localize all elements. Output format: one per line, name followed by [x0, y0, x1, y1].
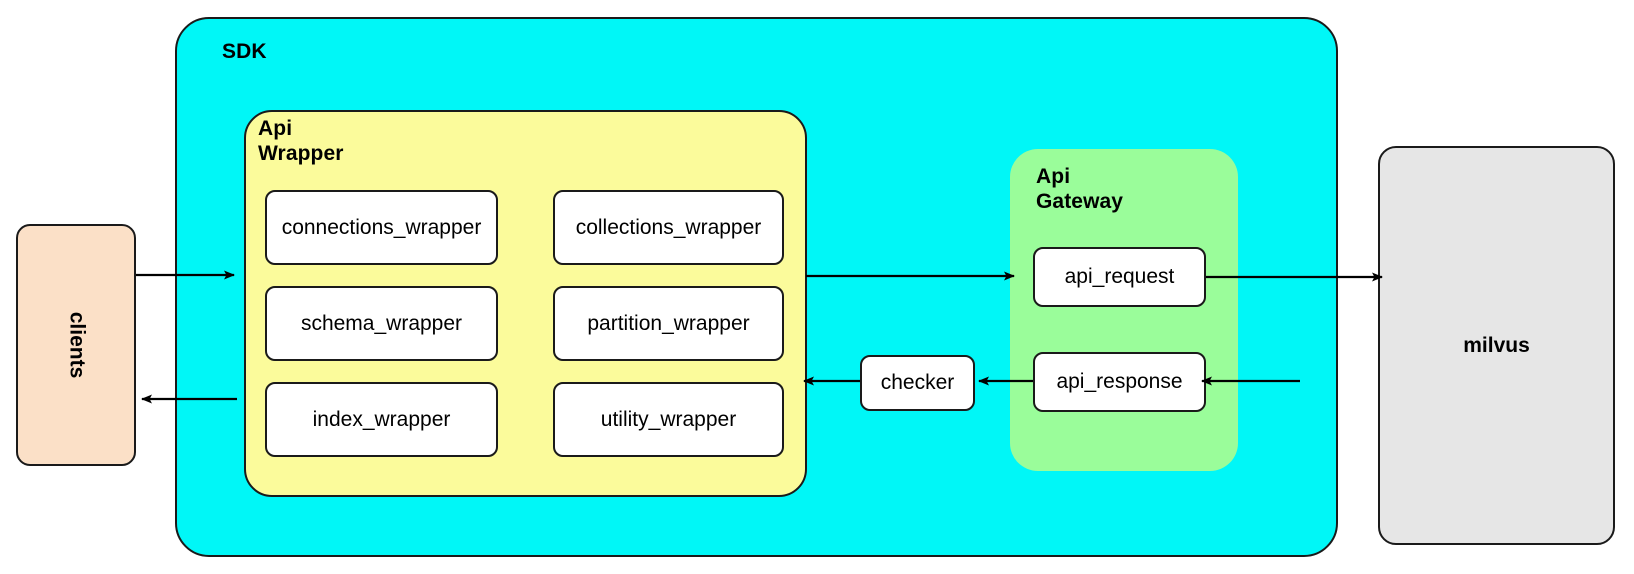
api-response-label: api_response	[1056, 370, 1183, 393]
module-label: collections_wrapper	[575, 215, 762, 239]
clients-label: clients	[65, 311, 88, 379]
api-response-box[interactable]: api_response	[1033, 352, 1206, 412]
clients-box[interactable]: clients	[16, 224, 136, 466]
checker-label: checker	[880, 371, 955, 394]
module-partition-wrapper[interactable]: partition_wrapper	[553, 286, 784, 361]
module-label: index_wrapper	[312, 407, 451, 431]
module-index-wrapper[interactable]: index_wrapper	[265, 382, 498, 457]
module-schema-wrapper[interactable]: schema_wrapper	[265, 286, 498, 361]
module-utility-wrapper[interactable]: utility_wrapper	[553, 382, 784, 457]
checker-box[interactable]: checker	[860, 355, 975, 411]
module-label: utility_wrapper	[600, 407, 737, 431]
module-collections-wrapper[interactable]: collections_wrapper	[553, 190, 784, 265]
api-wrapper-label: Api Wrapper	[258, 117, 344, 165]
module-label: schema_wrapper	[300, 311, 463, 335]
api-request-box[interactable]: api_request	[1033, 247, 1206, 307]
module-label: connections_wrapper	[281, 215, 482, 239]
api-gateway-label: Api Gateway	[1036, 165, 1124, 213]
api-request-label: api_request	[1064, 265, 1175, 288]
api-gateway-container[interactable]	[1010, 149, 1238, 471]
milvus-label: milvus	[1463, 333, 1530, 357]
module-connections-wrapper[interactable]: connections_wrapper	[265, 190, 498, 265]
milvus-box[interactable]: milvus	[1378, 146, 1615, 545]
sdk-label: SDK	[222, 40, 267, 63]
module-label: partition_wrapper	[587, 311, 750, 335]
